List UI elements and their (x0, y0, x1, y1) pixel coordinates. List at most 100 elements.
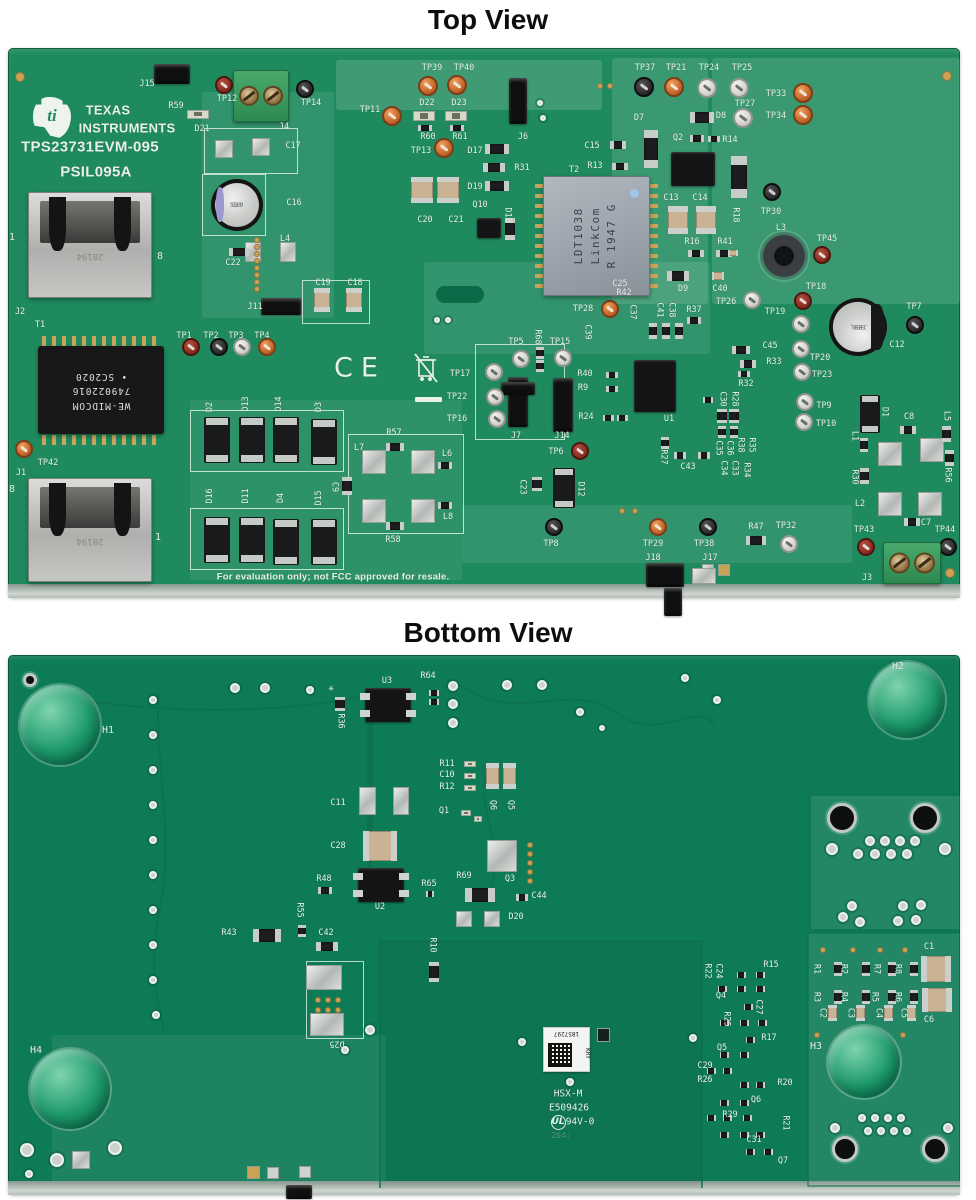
silkscreen-label: C42 (318, 927, 334, 938)
via-pad (306, 686, 314, 694)
smd-component (730, 426, 738, 438)
solder-pad (358, 787, 376, 815)
test-point (545, 518, 563, 536)
via-pad (448, 681, 458, 691)
smd-component (464, 785, 476, 791)
smd-component (253, 928, 282, 942)
smd-component (745, 1037, 755, 1043)
silkscreen-label: TP22 (446, 391, 468, 402)
gold-pad (315, 1007, 321, 1013)
via-pad (847, 901, 857, 911)
silkscreen-label: C19 (315, 277, 331, 288)
smd-component (413, 111, 435, 121)
top-view-title: Top View (427, 4, 549, 35)
test-point-slot (263, 343, 271, 351)
silkscreen-label: J6 (517, 131, 529, 142)
silkscreen-label: R37 (686, 304, 702, 315)
silkscreen-label: C45 (762, 340, 778, 351)
silkscreen-label: C17 (285, 140, 301, 151)
smd-component (834, 990, 842, 1005)
terminal-screw (913, 552, 935, 574)
test-point (571, 442, 589, 460)
bottom-view-title: Bottom View (403, 617, 573, 648)
rj45-connector: 20194 (28, 192, 152, 298)
silkscreen-label: H4 (29, 1045, 43, 1056)
smd-component (187, 109, 209, 119)
silkscreen-label: TP10 (815, 418, 837, 429)
via-pad (939, 843, 951, 855)
test-point (512, 350, 530, 368)
silkscreen-label: D16 (204, 488, 215, 504)
gold-pad (607, 83, 613, 89)
silkscreen-label: R4 (838, 991, 849, 1003)
silkscreen-label: C4 (873, 1007, 884, 1019)
smd-component (690, 111, 715, 123)
silkscreen-label: C44 (531, 890, 547, 901)
smd-component (429, 699, 439, 705)
via-pad (898, 901, 908, 911)
via-pad (897, 1114, 905, 1122)
silkscreen-label: TP18 (805, 281, 827, 292)
smd-component (662, 323, 670, 340)
smd-component (687, 316, 702, 324)
silkscreen-label: Q4 (715, 990, 727, 1001)
smd-component (602, 415, 614, 421)
silkscreen-label: Q6 (750, 1094, 762, 1105)
silkscreen-label: L5 (941, 410, 952, 422)
smd-component (418, 125, 433, 131)
silkscreen-label: R58 (385, 534, 401, 545)
via-pad (537, 680, 547, 690)
silkscreen-label: TP19 (764, 306, 786, 317)
via-pad (916, 900, 926, 910)
gold-pad (900, 1032, 906, 1038)
silkscreen-label: C7 (920, 517, 932, 528)
test-point (210, 338, 228, 356)
via-pad (20, 1143, 34, 1157)
test-point (906, 316, 924, 334)
ic-chip (634, 360, 676, 412)
smd-component (465, 888, 495, 902)
ic-pin (353, 873, 363, 880)
silkscreen-label: R36 (335, 713, 346, 729)
test-point (813, 246, 831, 264)
smd-component (386, 443, 405, 451)
smd-component (739, 1082, 749, 1088)
silkscreen-label: D2 (204, 401, 215, 413)
smd-component (426, 891, 434, 897)
test-point-slot (768, 188, 776, 196)
smd-component (483, 162, 506, 172)
gold-pad (254, 258, 260, 264)
test-point-slot (702, 84, 712, 92)
silkscreen-label: R14 (722, 134, 738, 145)
smd-component (708, 136, 720, 142)
test-point (634, 77, 654, 97)
mounting-hole (832, 1136, 858, 1162)
smd-component (298, 925, 306, 937)
silkscreen-label: E509426 (548, 1102, 590, 1114)
terminal-screw (889, 552, 911, 574)
silkscreen-label: U3 (381, 675, 393, 686)
silkscreen-label: TP13 (410, 145, 432, 156)
silkscreen-label: J3 (861, 572, 873, 583)
silkscreen-label: TP30 (760, 206, 782, 217)
smd-diode (273, 519, 299, 565)
board-edge (8, 1181, 960, 1195)
test-point-slot (797, 320, 805, 328)
via-pad (890, 1127, 898, 1135)
silkscreen-label: TP2 (203, 330, 219, 341)
silkscreen-label: R27 (658, 449, 669, 465)
ic-pin (360, 710, 370, 717)
jumper-block (553, 378, 573, 432)
mounting-hole (827, 803, 857, 833)
silkscreen-label: 204: (551, 1131, 571, 1140)
test-point-slot (818, 251, 826, 259)
silkscreen-label: TP15 (549, 336, 571, 347)
smd-diode (311, 419, 337, 465)
test-point (554, 349, 572, 367)
smd-component (516, 893, 528, 901)
rj45-stamp: 20194 (76, 251, 104, 262)
smd-component (316, 941, 339, 951)
silkscreen-label: R65 (421, 878, 437, 889)
